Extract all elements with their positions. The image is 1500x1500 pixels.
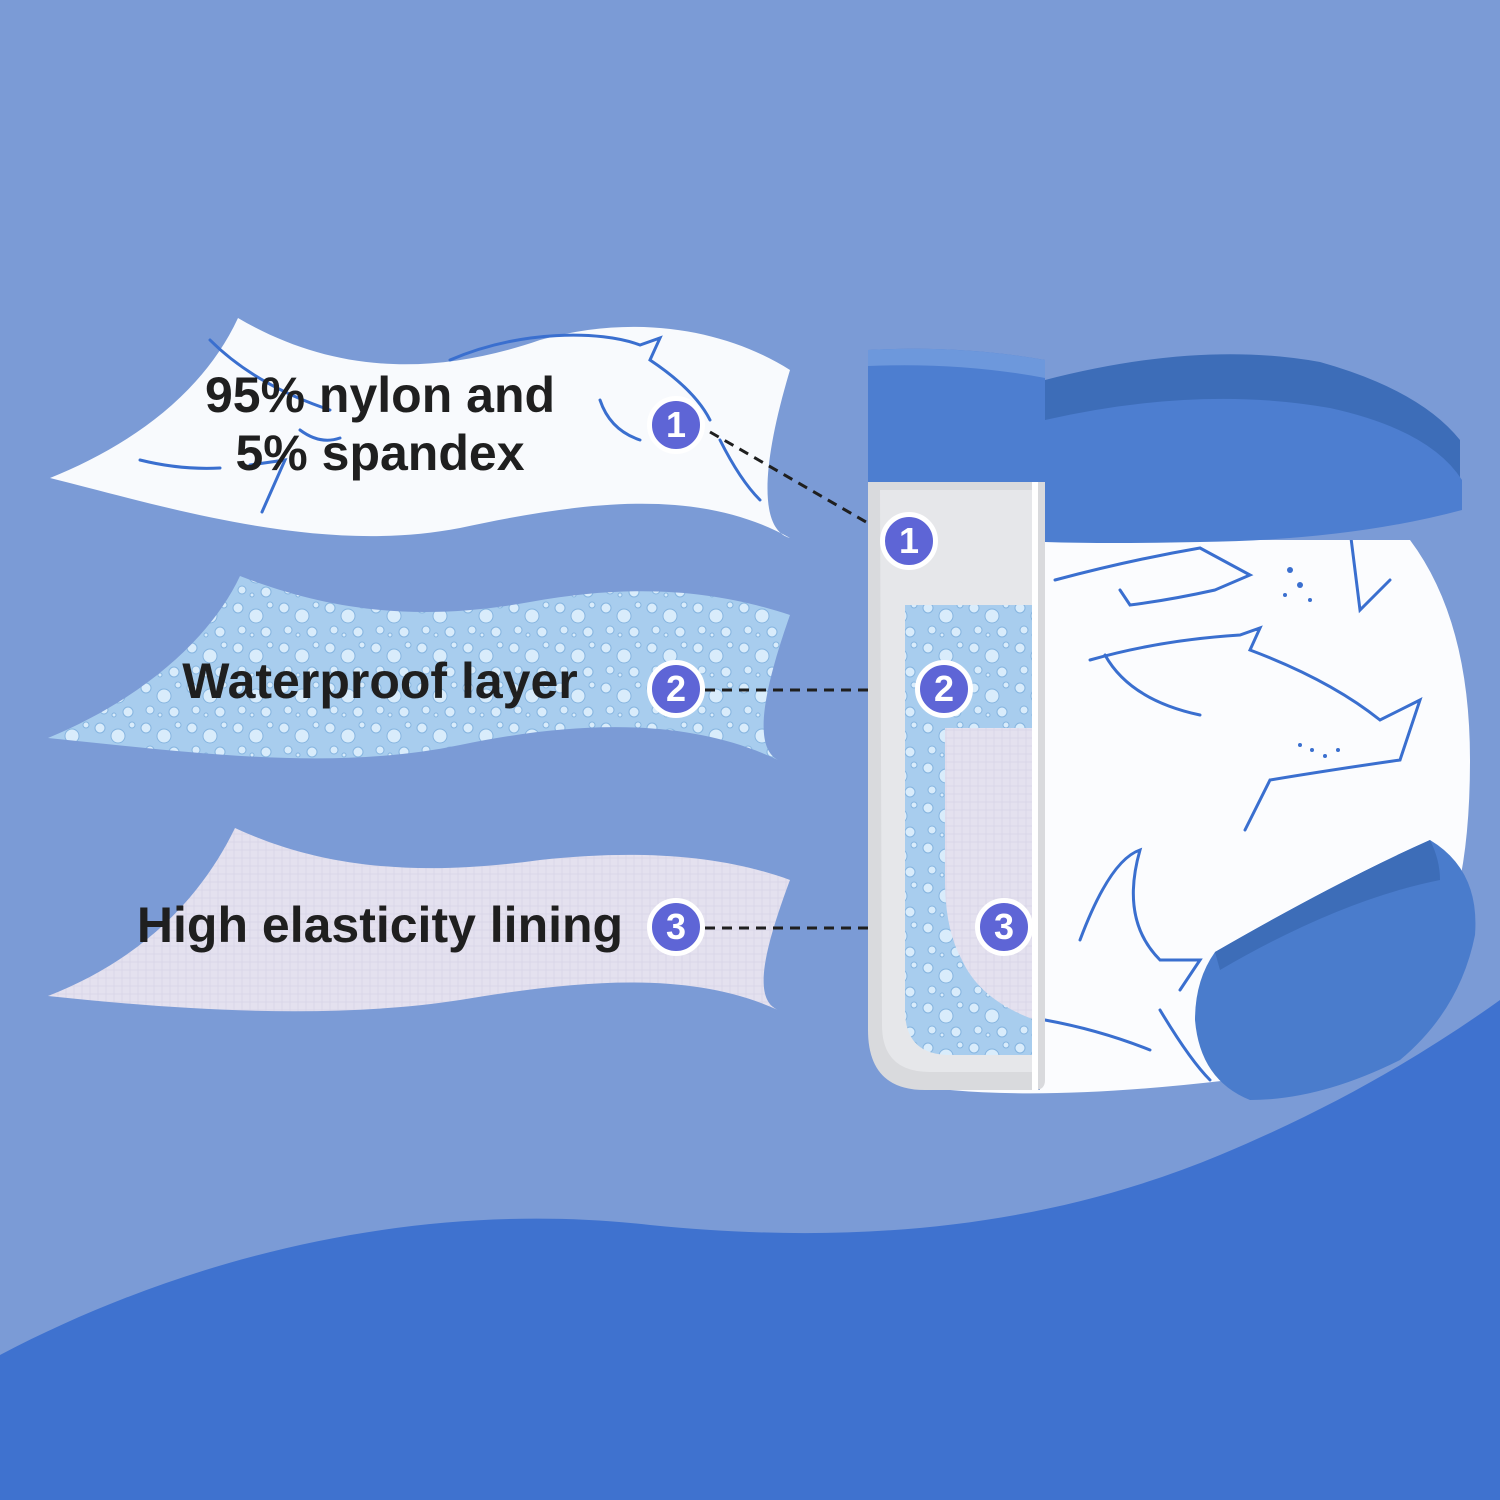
waistband-back [1045,354,1460,500]
waterproof-swatch [48,576,790,760]
waistband-front [1045,398,1462,543]
layer-3-label: High elasticity lining [136,897,624,953]
lining-swatch [48,828,790,1012]
layer-1-label: 95% nylon and 5% spandex [150,366,610,482]
layer-2-badge-diagram: 2 [915,660,973,718]
layer-1-badge-diagram: 1 [880,512,938,570]
wave-background [0,1000,1500,1500]
layer-1-label-line1: 95% nylon and [204,367,556,423]
layer-1-badge-left: 1 [647,396,705,454]
layer-3-badge-left: 3 [647,898,705,956]
nylon-fabric-swatch [50,318,790,538]
waistband-section [868,348,1045,482]
layer-1-label-line2: 5% spandex [235,425,525,481]
layer-2-badge-left: 2 [647,660,705,718]
layer-2-label: Waterproof layer [182,653,578,709]
leg-cuff [1195,840,1476,1100]
swim-diaper-illustration [868,348,1476,1100]
layer-3-badge-diagram: 3 [975,898,1033,956]
